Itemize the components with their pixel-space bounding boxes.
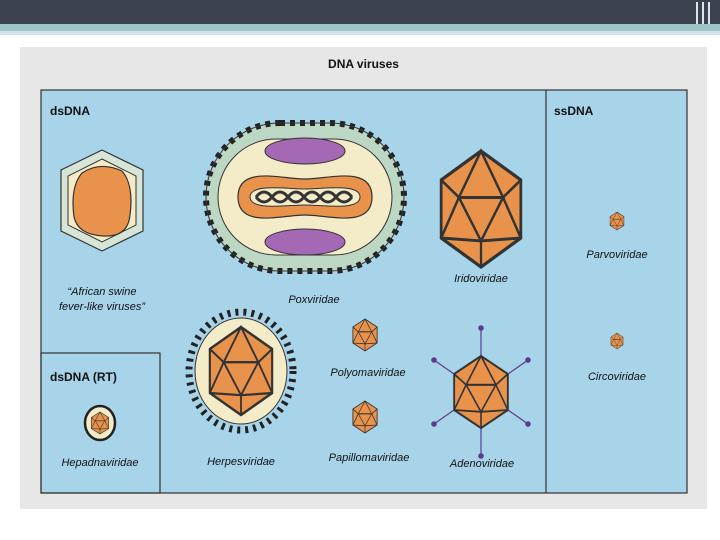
slide-accent-stripe-light [0, 31, 720, 35]
label-papillomaviridae: Papillomaviridae [329, 452, 410, 464]
label-hepadnaviridae: Hepadnaviridae [61, 457, 138, 469]
slide-corner-lines-icon [692, 2, 714, 24]
label-herpesviridae: Herpesviridae [207, 456, 275, 468]
label-poxviridae: Poxviridae [288, 294, 339, 306]
asfv-virion-icon [60, 149, 144, 252]
section-label-dsdna-rt: dsDNA (RT) [50, 370, 117, 384]
dsdna-rt-box [40, 352, 161, 494]
section-label-dsdna: dsDNA [50, 104, 90, 118]
label-parvoviridae: Parvoviridae [586, 249, 647, 261]
poxvirus-virion-icon [203, 120, 407, 274]
hepadnavirus-virion-icon [83, 404, 117, 442]
herpesvirus-virion-icon [185, 308, 297, 434]
dna-virus-diagram: dsDNA ssDNA dsDNA (RT) “African swine fe… [40, 89, 688, 494]
label-iridoviridae: Iridoviridae [454, 273, 508, 285]
label-circoviridae: Circoviridae [588, 371, 646, 383]
label-asfv-line1: “African swine [67, 286, 136, 298]
slide-top-bar [0, 0, 720, 24]
slide-accent-stripe [0, 24, 720, 31]
label-polyomaviridae: Polyomaviridae [330, 367, 405, 379]
label-asfv-line2: fever-like viruses” [59, 301, 146, 313]
section-label-ssdna: ssDNA [554, 104, 594, 118]
label-adenoviridae: Adenoviridae [449, 458, 514, 470]
adenovirus-virion-icon [431, 325, 531, 459]
diagram-title: DNA viruses [328, 57, 399, 71]
